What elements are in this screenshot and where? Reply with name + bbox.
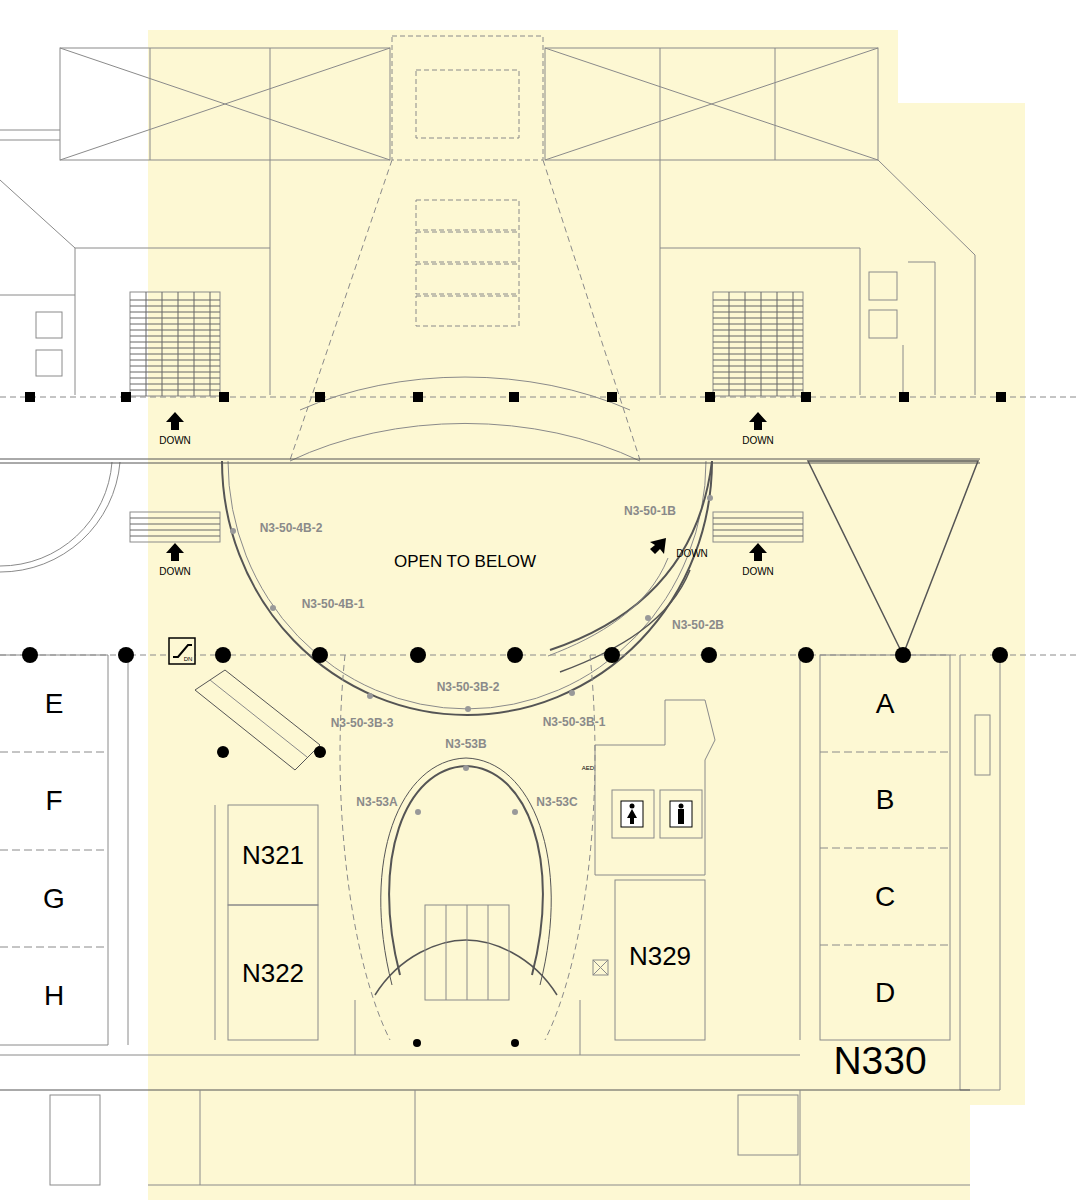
room-name: A (876, 690, 895, 718)
room-letter: F (0, 753, 108, 849)
callout-number: N3-53C (536, 796, 577, 808)
callout-number: N3-50-4B-2 (260, 522, 323, 534)
room-letter: E (0, 657, 108, 751)
room-name: B (876, 786, 895, 814)
callout-number: N3-50-4B-1 (302, 598, 365, 610)
room-box: N322 (229, 906, 317, 1039)
room-name: N322 (242, 960, 304, 986)
room-name: N329 (629, 943, 691, 969)
direction-label: DOWN (742, 436, 774, 446)
room-name: D (875, 979, 895, 1007)
room-name: N330 (800, 1041, 960, 1080)
open-area: OPEN TO BELOW (290, 535, 640, 587)
room-name: G (43, 885, 65, 913)
callout-number: N3-50-3B-3 (331, 717, 394, 729)
room-box: N330 A B C D (800, 656, 960, 1088)
callout-number: N3-50-1B (624, 505, 676, 517)
room-letter: G (0, 851, 108, 946)
callout-number: N3-53A (356, 796, 397, 808)
callout-number: N3-50-3B-2 (437, 681, 500, 693)
room-letter: H (0, 948, 108, 1043)
room-letter: C (821, 849, 949, 944)
callout-number: N3-53B (445, 738, 486, 750)
room-name: OPEN TO BELOW (394, 553, 536, 570)
room-letter: D (821, 946, 949, 1039)
room-name: H (44, 982, 64, 1010)
room-box: N321 (229, 806, 317, 904)
direction-label: DOWN (742, 567, 774, 577)
room-name: E (45, 690, 64, 718)
callout-number: N3-50-2B (672, 619, 724, 631)
direction-label: DOWN (159, 436, 191, 446)
aed-label: AED (582, 765, 594, 771)
direction-label: DOWN (676, 549, 708, 559)
room-letter: B (821, 753, 949, 847)
room-name: C (875, 883, 895, 911)
direction-label: DOWN (159, 567, 191, 577)
room-name: F (45, 787, 62, 815)
icon-label: DN (184, 656, 193, 662)
room-letter: A (821, 656, 949, 751)
room-box: N329 (616, 881, 704, 1031)
room-name: N321 (242, 842, 304, 868)
callout-number: N3-50-3B-1 (543, 716, 606, 728)
